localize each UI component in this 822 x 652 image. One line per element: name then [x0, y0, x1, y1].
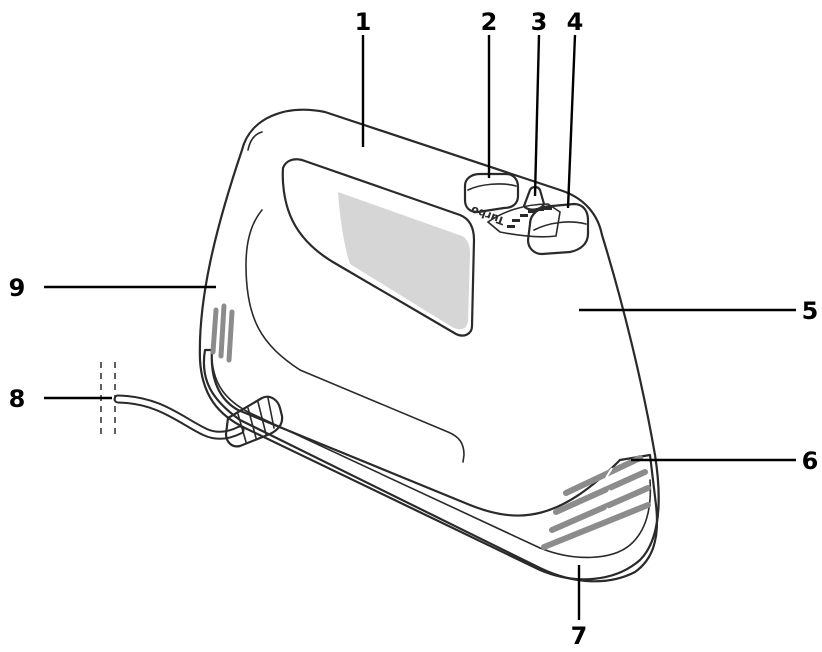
callout-4: 4 [567, 8, 584, 36]
front-panel [245, 209, 465, 463]
front-vents [541, 455, 651, 550]
strain-relief [224, 395, 284, 448]
mixer-base [202, 348, 659, 583]
speed-button-top [533, 221, 587, 231]
callout-9: 9 [9, 274, 26, 302]
dial-turbo-label: Turbo [469, 203, 507, 227]
eject-button-top [467, 183, 517, 191]
power-cord [100, 362, 284, 448]
side-vent-2 [218, 303, 227, 359]
cord-core [115, 396, 243, 438]
speed-button [526, 202, 590, 256]
strain-relief-rib [237, 397, 275, 443]
speed-tick [528, 210, 536, 213]
vent-glint [599, 467, 613, 537]
side-vents [210, 303, 235, 363]
leader-line-3 [533, 34, 541, 197]
speed-tick [507, 225, 515, 228]
side-vent-3 [226, 309, 235, 363]
speed-tick [544, 207, 552, 210]
callout-numbers: 1 2 3 4 5 6 7 8 9 [9, 8, 819, 650]
leader-line-4 [566, 34, 577, 209]
front-vent-2 [553, 469, 648, 515]
speed-tick [520, 214, 528, 217]
front-vent-4 [541, 502, 651, 550]
speed-switch [522, 185, 546, 211]
leader-lines [44, 34, 796, 620]
handle-opening [281, 158, 476, 337]
callout-6: 6 [802, 447, 819, 475]
callout-3: 3 [531, 8, 548, 36]
eject-button [463, 172, 520, 214]
side-vent-1 [210, 307, 219, 355]
callout-5: 5 [802, 297, 819, 325]
mixer-body [198, 108, 660, 583]
mixer-shell [198, 108, 660, 581]
callout-2: 2 [481, 8, 498, 36]
shell-edge [247, 131, 263, 151]
base-seam [211, 359, 652, 559]
callout-8: 8 [9, 385, 26, 413]
speed-tick [512, 219, 520, 222]
front-vent-1 [563, 455, 643, 496]
dial-plate [486, 203, 561, 238]
handle-shadow [338, 192, 470, 330]
front-vent-3 [549, 485, 651, 533]
callout-1: 1 [355, 8, 372, 36]
callout-7: 7 [571, 622, 588, 650]
